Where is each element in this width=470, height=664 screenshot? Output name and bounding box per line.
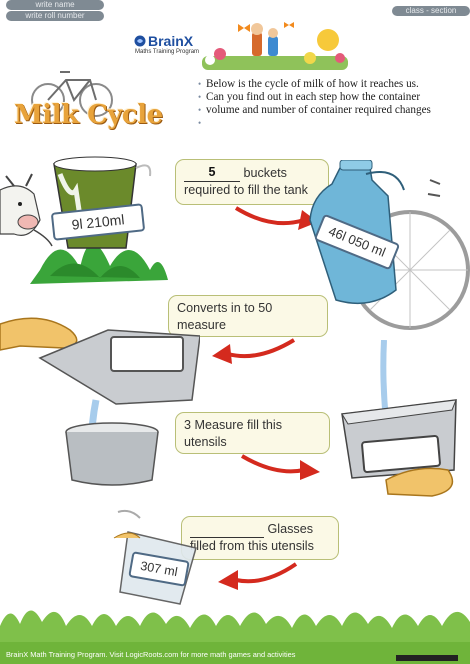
measure-blank-label[interactable] bbox=[110, 336, 184, 372]
grass-border bbox=[0, 610, 470, 644]
logo-brand: BrainX bbox=[148, 33, 194, 49]
instruction-line: • bbox=[198, 118, 202, 128]
step1-callout: 5 buckets required to fill the tank bbox=[175, 159, 329, 205]
step4-callout: Glasses filled from this utensils bbox=[181, 516, 339, 560]
footer-strip bbox=[396, 655, 458, 661]
footer-bar bbox=[0, 642, 470, 664]
arrow-icon bbox=[218, 562, 298, 590]
cow-bucket-illustration bbox=[0, 156, 168, 284]
step1-answer-blank[interactable]: 5 bbox=[184, 164, 240, 182]
footer-text: BrainX Math Training Program. Visit Logi… bbox=[6, 650, 296, 659]
step2-callout: Converts in to 50 measure bbox=[168, 295, 328, 337]
kids-garden-illustration bbox=[202, 22, 348, 70]
name-field[interactable]: write name bbox=[6, 0, 104, 10]
utensil-blank-label[interactable] bbox=[360, 434, 442, 474]
step4-answer-blank[interactable] bbox=[190, 537, 264, 538]
instructions: •Below is the cycle of milk of how it re… bbox=[198, 78, 431, 130]
utensil-hand-illustration bbox=[341, 340, 457, 497]
logo-tagline: Maths Training Program bbox=[135, 49, 200, 55]
arrow-icon bbox=[240, 454, 320, 480]
instruction-line: •Can you find out in each step how the c… bbox=[198, 91, 421, 103]
brain-icon bbox=[134, 35, 146, 47]
bicycle-illustration bbox=[31, 71, 113, 117]
utensil-pot-illustration bbox=[65, 422, 159, 486]
page-title: Milk Cycle bbox=[14, 100, 163, 130]
roll-number-field[interactable]: write roll number bbox=[6, 11, 104, 21]
arrow-icon bbox=[212, 338, 296, 364]
instruction-line: •Below is the cycle of milk of how it re… bbox=[198, 78, 419, 90]
butterfly-icon bbox=[238, 24, 250, 32]
step3-callout: 3 Measure fill this utensils bbox=[175, 412, 330, 454]
instruction-line: •volume and number of container required… bbox=[198, 104, 431, 116]
class-section-field[interactable]: class - section bbox=[392, 6, 470, 16]
arrow-icon bbox=[234, 206, 318, 230]
